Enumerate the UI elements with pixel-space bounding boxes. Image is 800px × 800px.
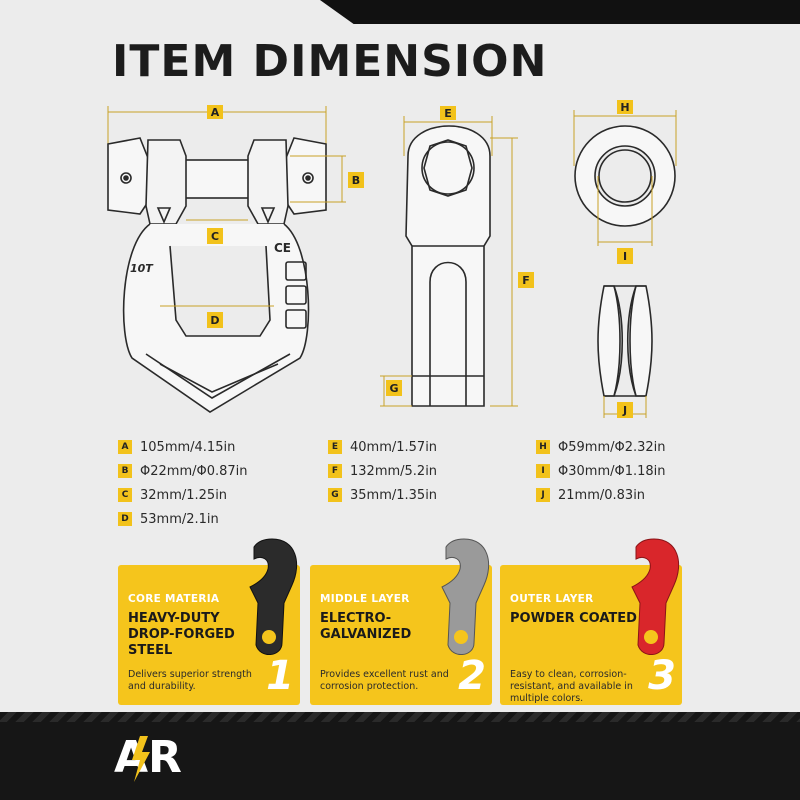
spec-j: J 21mm/0.83in xyxy=(536,486,645,504)
spec-badge: F xyxy=(328,464,342,478)
spec-badge: H xyxy=(536,440,550,454)
svg-text:G: G xyxy=(389,382,398,395)
layer-name: MIDDLE LAYER xyxy=(320,593,410,605)
spec-f: F 132mm/5.2in xyxy=(328,462,437,480)
label-a: A xyxy=(207,105,223,119)
label-f: F xyxy=(518,272,534,288)
layer-description: Delivers superior strength and durabilit… xyxy=(128,669,252,692)
spec-value: 21mm/0.83in xyxy=(558,487,646,503)
spec-value: 53mm/2.1in xyxy=(140,511,219,527)
layer-number: 3 xyxy=(648,653,676,699)
shackle-front-view xyxy=(107,106,346,413)
brand-logo: AR xyxy=(114,732,182,783)
spec-e: E 40mm/1.57in xyxy=(328,438,437,456)
spec-badge: I xyxy=(536,464,550,478)
spec-i: I Φ30mm/Φ1.18in xyxy=(536,462,666,480)
spec-badge: C xyxy=(118,488,132,502)
spec-value: Φ22mm/Φ0.87in xyxy=(140,463,248,479)
page-title: ITEM DIMENSION xyxy=(112,36,548,87)
spec-badge: E xyxy=(328,440,342,454)
label-e: E xyxy=(440,106,456,120)
label-i: I xyxy=(617,248,633,264)
footer-band xyxy=(0,712,800,800)
svg-text:I: I xyxy=(623,250,627,263)
spec-value: 35mm/1.35in xyxy=(350,487,438,503)
svg-text:C: C xyxy=(211,230,219,243)
lightning-icon xyxy=(132,736,150,782)
dimension-drawing: 10T CE A B C D E xyxy=(107,100,677,418)
shackle-side-view xyxy=(380,116,518,407)
spec-badge: A xyxy=(118,440,132,454)
label-j: J xyxy=(617,402,633,418)
layer-heading: HEAVY-DUTY DROP-FORGED STEEL xyxy=(128,611,235,658)
footer-stripe xyxy=(0,712,800,722)
top-corner-decoration xyxy=(320,0,800,24)
svg-text:J: J xyxy=(622,404,627,417)
spec-value: Φ59mm/Φ2.32in xyxy=(558,439,666,455)
hook-core-image xyxy=(249,538,298,655)
spec-badge: D xyxy=(118,512,132,526)
spec-a: A 105mm/4.15in xyxy=(118,438,235,456)
layer-heading: ELECTRO-GALVANIZED xyxy=(320,611,412,642)
layer-heading: POWDER COATED xyxy=(510,611,637,626)
layer-description: Provides excellent rust and corrosion pr… xyxy=(320,669,449,692)
spec-badge: J xyxy=(536,488,550,502)
svg-text:B: B xyxy=(352,174,360,187)
spec-value: 105mm/4.15in xyxy=(140,439,236,455)
layer-number: 1 xyxy=(266,653,294,699)
material-layers: CORE MATERIA HEAVY-DUTY DROP-FORGED STEE… xyxy=(0,533,800,713)
spec-d: D 53mm/2.1in xyxy=(118,510,219,528)
layer-number: 2 xyxy=(458,653,486,699)
ring-top-view xyxy=(573,110,677,246)
svg-text:H: H xyxy=(620,101,629,114)
spec-value: 40mm/1.57in xyxy=(350,439,438,455)
logo-text: AR xyxy=(114,732,182,783)
spec-b: B Φ22mm/Φ0.87in xyxy=(118,462,248,480)
layer-name: CORE MATERIA xyxy=(128,593,220,605)
layer-name: OUTER LAYER xyxy=(510,593,594,605)
label-b: B xyxy=(348,172,364,188)
ce-mark: CE xyxy=(274,241,291,255)
spec-value: Φ30mm/Φ1.18in xyxy=(558,463,666,479)
spec-g: G 35mm/1.35in xyxy=(328,486,437,504)
label-h: H xyxy=(617,100,633,114)
spec-value: 32mm/1.25in xyxy=(140,487,228,503)
spec-badge: B xyxy=(118,464,132,478)
svg-text:D: D xyxy=(210,314,219,327)
spec-value: 132mm/5.2in xyxy=(350,463,438,479)
spec-c: C 32mm/1.25in xyxy=(118,486,227,504)
svg-text:E: E xyxy=(444,107,452,120)
svg-text:A: A xyxy=(211,106,220,119)
hook-outer-image xyxy=(631,538,680,655)
label-d: D xyxy=(207,312,223,328)
spec-h: H Φ59mm/Φ2.32in xyxy=(536,438,666,456)
svg-text:F: F xyxy=(522,274,530,287)
ring-side-view xyxy=(597,285,653,418)
label-c: C xyxy=(207,228,223,244)
hook-middle-image xyxy=(441,538,490,655)
label-g: G xyxy=(386,380,402,396)
spec-badge: G xyxy=(328,488,342,502)
layer-description: Easy to clean, corrosion-resistant, and … xyxy=(510,669,633,704)
shackle-rating-mark: 10T xyxy=(130,262,154,275)
dimension-specs: A 105mm/4.15in B Φ22mm/Φ0.87in C 32mm/1.… xyxy=(0,438,800,533)
